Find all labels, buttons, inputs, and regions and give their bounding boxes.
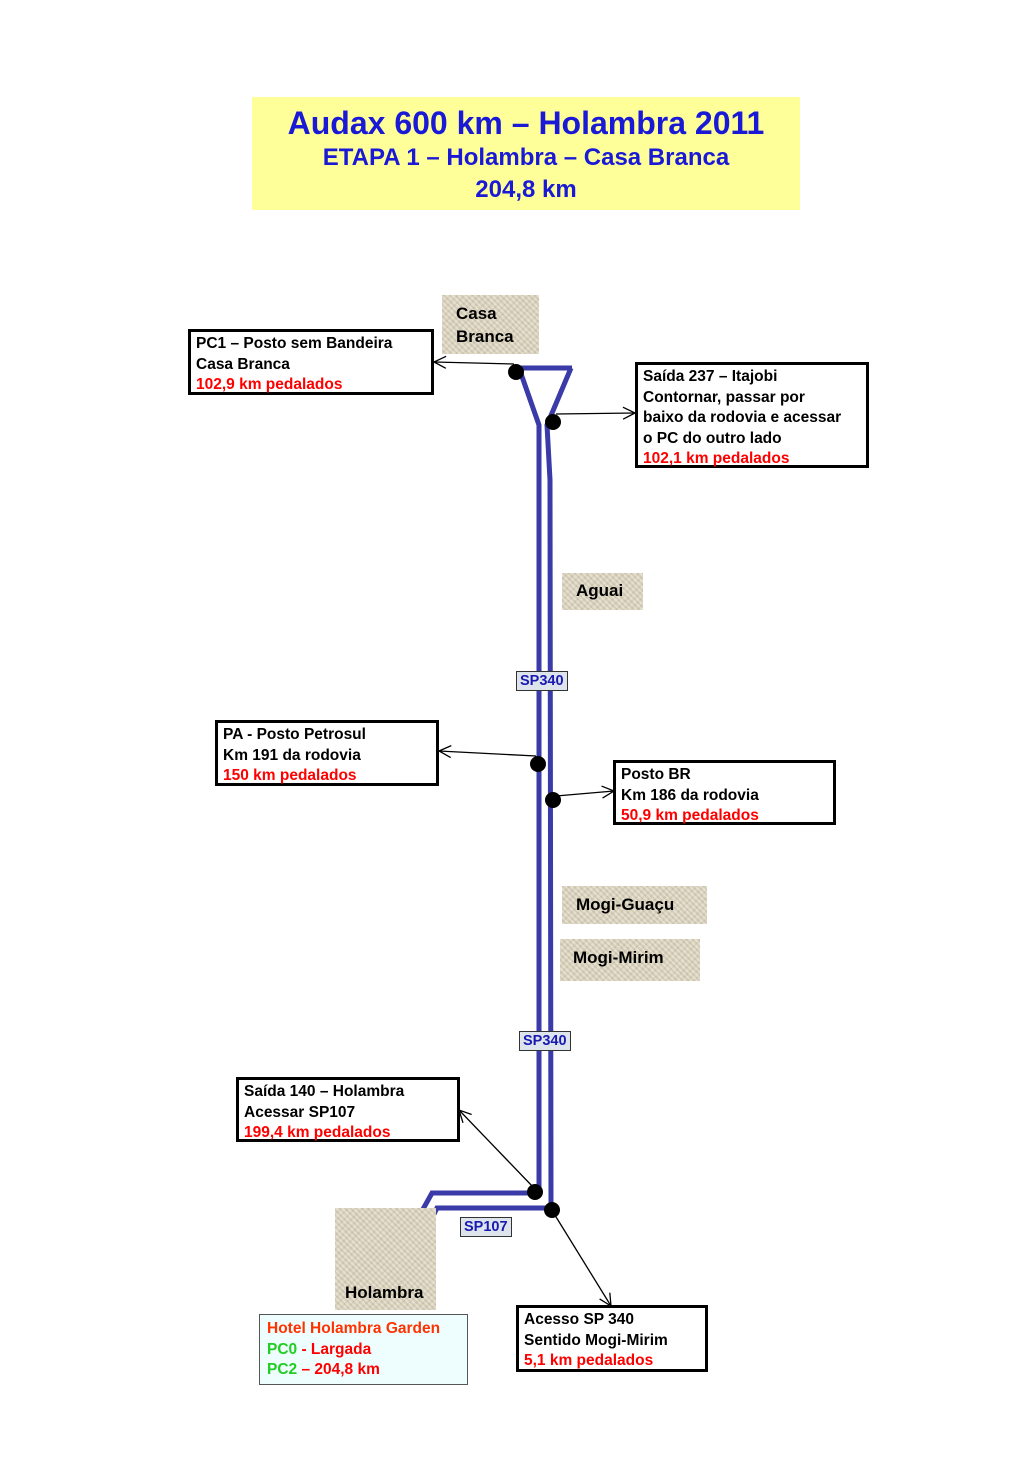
- box-posto-br-km: 50,9 km pedalados: [621, 807, 759, 824]
- point-acesso: [544, 1202, 560, 1218]
- title-box: Audax 600 km – Holambra 2011 ETAPA 1 – H…: [252, 97, 800, 210]
- box-saida237-line4: o PC do outro lado: [643, 429, 782, 447]
- box-pc1-line1: PC1 – Posto sem Bandeira: [196, 335, 393, 352]
- point-pc1: [508, 364, 524, 380]
- hotel-pc2: PC2: [267, 1361, 298, 1378]
- point-posto-br: [545, 792, 561, 808]
- box-saida237-line3: baixo da rodovia e acessar: [643, 409, 842, 426]
- title-stage: ETAPA 1 – Holambra – Casa Branca: [322, 144, 730, 171]
- box-pa: PA - Posto Petrosul Km 191 da rodovia 15…: [215, 720, 439, 786]
- box-posto-br: Posto BR Km 186 da rodovia 50,9 km pedal…: [613, 760, 836, 825]
- box-posto-br-line2: Km 186 da rodovia: [621, 786, 759, 804]
- box-pc1-line2: Casa Branca: [196, 355, 290, 373]
- box-saida140-line2: Acessar SP107: [244, 1103, 356, 1121]
- hotel-pc0-line: PC0 - Largada: [267, 1340, 460, 1361]
- box-pa-line1: PA - Posto Petrosul: [223, 726, 366, 743]
- place-mogi-guacu-label: Mogi-Guaçu: [576, 895, 675, 914]
- box-posto-br-line1: Posto BR: [621, 766, 691, 783]
- box-acesso-km: 5,1 km pedalados: [524, 1352, 654, 1369]
- hotel-pc0-label: - Largada: [297, 1340, 372, 1358]
- box-acesso-line1: Acesso SP 340: [524, 1311, 635, 1328]
- arrow-pa: [439, 751, 537, 756]
- box-pa-km: 150 km pedalados: [223, 767, 357, 784]
- hotel-name: Hotel Holambra Garden: [267, 1320, 441, 1337]
- point-pa: [530, 756, 546, 772]
- place-mogi-mirim-label: Mogi-Mirim: [573, 948, 664, 967]
- box-pa-line2: Km 191 da rodovia: [223, 746, 361, 764]
- box-saida237-km: 102,1 km pedalados: [643, 450, 790, 467]
- sp340-lane-right: [397, 367, 574, 1284]
- place-casa-branca-line1: Casa: [456, 304, 497, 323]
- box-pc1: PC1 – Posto sem Bandeira Casa Branca 102…: [188, 329, 434, 395]
- box-hotel: Hotel Holambra Garden PC0 - Largada PC2 …: [259, 1314, 468, 1385]
- arrow-pc1: [434, 362, 515, 364]
- box-acesso: Acesso SP 340 Sentido Mogi-Mirim 5,1 km …: [516, 1305, 708, 1372]
- road-label-sp107: SP107: [460, 1217, 512, 1237]
- place-casa-branca-line2: Branca: [456, 327, 514, 346]
- box-saida140-km: 199,4 km pedalados: [244, 1124, 391, 1141]
- hotel-pc2-line: PC2 – 204,8 km: [267, 1360, 460, 1381]
- point-saida140: [527, 1184, 543, 1200]
- arrow-saida237: [555, 413, 635, 414]
- road-label-sp340-upper: SP340: [516, 671, 568, 691]
- title-distance: 204,8 km: [475, 176, 577, 203]
- place-aguai-label: Aguai: [576, 581, 624, 600]
- place-casa-branca: Casa Branca: [442, 295, 539, 354]
- box-pc1-km: 102,9 km pedalados: [196, 376, 343, 393]
- place-aguai: Aguai: [562, 573, 643, 610]
- box-acesso-line2: Sentido Mogi-Mirim: [524, 1331, 668, 1349]
- hotel-pc0: PC0: [267, 1340, 298, 1358]
- road-label-sp340-lower: SP340: [519, 1031, 571, 1051]
- place-holambra: Holambra: [335, 1208, 436, 1310]
- point-saida237: [545, 414, 561, 430]
- arrow-posto-br: [555, 791, 614, 796]
- place-holambra-label: Holambra: [345, 1283, 424, 1302]
- box-saida237-line2: Contornar, passar por: [643, 388, 805, 406]
- title-main: Audax 600 km – Holambra 2011: [287, 105, 765, 141]
- box-saida140: Saída 140 – Holambra Acessar SP107 199,4…: [236, 1077, 460, 1142]
- arrow-saida140: [459, 1110, 535, 1189]
- box-saida237: Saída 237 – Itajobi Contornar, passar po…: [635, 362, 869, 468]
- arrow-acesso: [552, 1211, 611, 1306]
- hotel-pc2-label: – 204,8 km: [297, 1361, 380, 1378]
- place-mogi-guacu: Mogi-Guaçu: [562, 886, 707, 924]
- place-mogi-mirim: Mogi-Mirim: [560, 939, 700, 981]
- box-saida140-line1: Saída 140 – Holambra: [244, 1083, 405, 1100]
- box-saida237-line1: Saída 237 – Itajobi: [643, 368, 778, 385]
